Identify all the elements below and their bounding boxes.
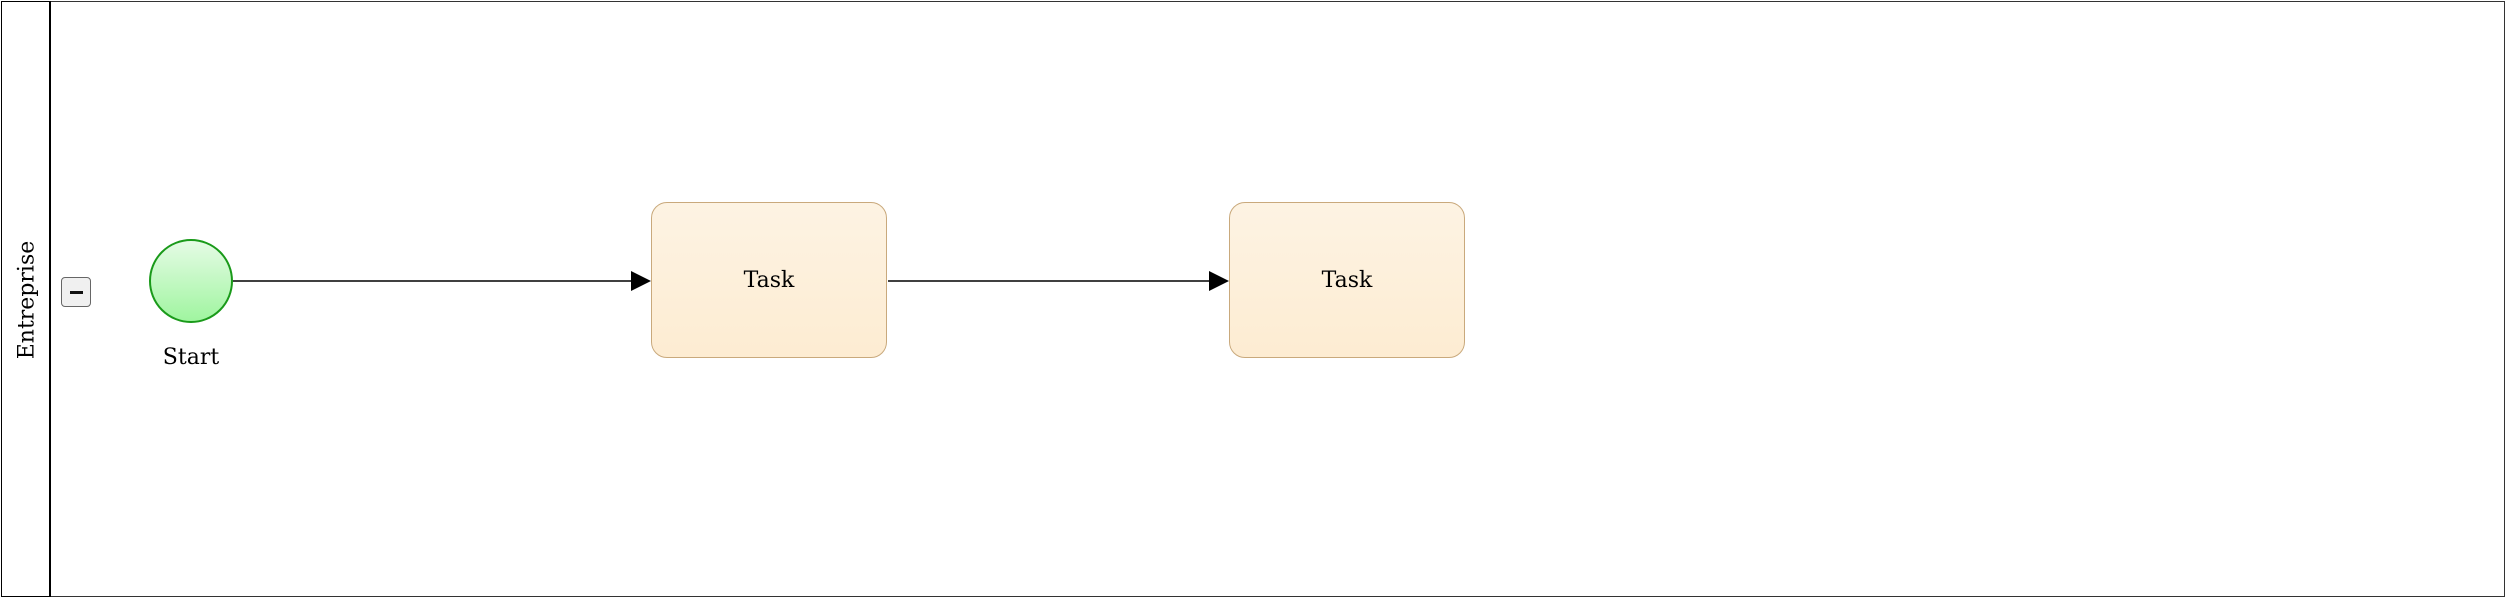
collapse-button[interactable]: [61, 277, 91, 307]
sequence-flow-2-arrow: [1209, 271, 1229, 291]
task-2[interactable]: Task: [1229, 202, 1465, 358]
start-event-circle[interactable]: [149, 239, 233, 323]
task-2-label: Task: [1321, 267, 1373, 293]
sequence-flow-1-arrow: [631, 271, 651, 291]
start-event-label: Start: [162, 345, 220, 370]
task-1[interactable]: Task: [651, 202, 887, 358]
pool-header[interactable]: Entreprise: [1, 1, 51, 597]
task-1-label: Task: [743, 267, 795, 293]
